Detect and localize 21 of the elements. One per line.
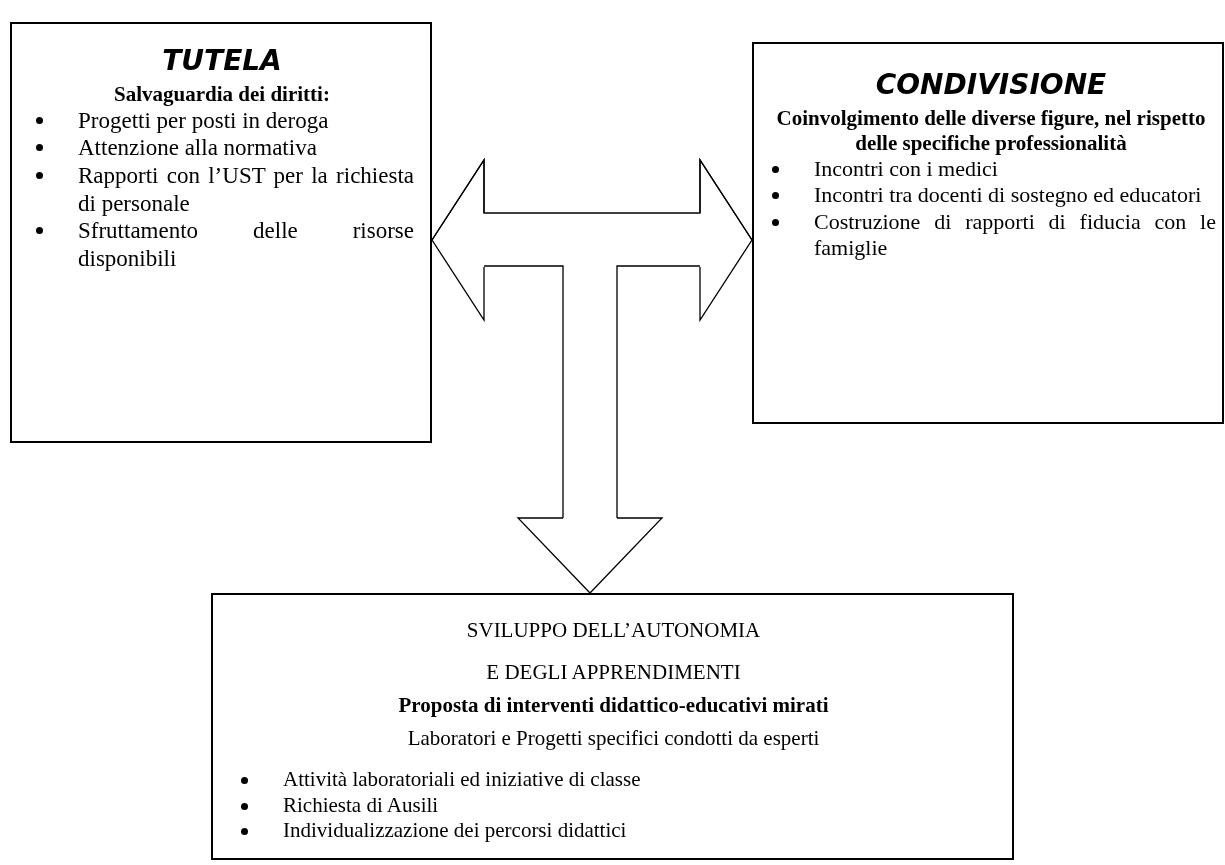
subheading: Proposta di interventi didattico-educativi mirati	[397, 693, 830, 719]
list-item: Sfruttamento delle risorse disponibili	[30, 217, 414, 273]
list-item: Rapporti con l’UST per la richiesta di personale	[30, 161, 414, 218]
list-item: Richiesta di Ausili	[235, 792, 992, 818]
list-item: Attività laboratoriali ed iniziative di classe	[235, 767, 992, 793]
heading: TUTELA	[161, 44, 283, 78]
block-arrow	[483, 265, 701, 594]
text: Laboratori e Progetti specifici condotti da esperti	[406, 726, 821, 752]
list-item: Costruzione di rapporti di fiducia con le famiglie	[766, 208, 1216, 262]
list-item: Incontri tra docenti di sostegno ed educatori	[766, 182, 1216, 209]
subheading: Salvaguardia dei diritti:	[113, 81, 331, 107]
heading: SVILUPPO DELL’AUTONOMIA E DEGLI APPRENDIMENTI	[465, 617, 762, 686]
list-item: Progetti per posti in deroga	[30, 106, 414, 135]
text-box	[211, 593, 1014, 860]
subheading: Coinvolgimento delle diverse figure, nel rispetto delle specifiche professionalità	[775, 105, 1207, 156]
list-item: Individualizzazione dei percorsi didattici	[235, 817, 992, 843]
text-box	[752, 42, 1224, 424]
list-item: Incontri con i medici	[766, 155, 1216, 183]
text-box	[10, 22, 432, 443]
heading: CONDIVISIONE	[874, 68, 1108, 102]
list-item: Attenzione alla normativa	[30, 134, 414, 162]
